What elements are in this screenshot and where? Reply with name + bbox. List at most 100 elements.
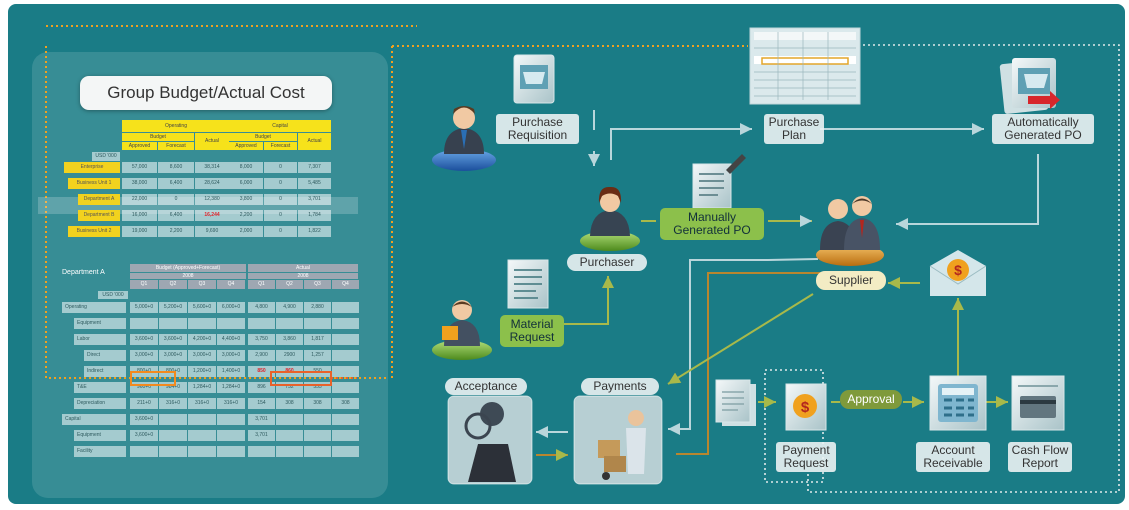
table-cell: 22,000 — [122, 194, 157, 205]
detail-actual-year: 2008 — [248, 273, 358, 279]
detail-actual-cell: 4,800 — [248, 302, 275, 313]
label-cash-flow: Cash Flow Report — [1008, 442, 1072, 472]
detail-row-label: Labor — [74, 334, 126, 345]
detail-actual-cell — [304, 414, 331, 425]
budget-highlight-box — [130, 371, 176, 386]
detail-budget-cell: 1,400+0 — [217, 366, 245, 377]
detail-budget-cell: 984+0 — [159, 382, 187, 393]
detail-actual-cell: 308 — [332, 398, 359, 409]
calculator-doc-icon — [929, 375, 987, 431]
detail-actual-cell: 1,257 — [304, 350, 331, 361]
detail-budget-cell — [217, 318, 245, 329]
label-approval: Approval — [840, 390, 902, 409]
detail-budget-cell: 3,600+0 — [130, 334, 158, 345]
table-cell: 3,701 — [298, 194, 331, 205]
table-cell: 1,822 — [298, 226, 331, 237]
table-cell: 3,800 — [229, 194, 263, 205]
payment-request-doc-icon: $ — [785, 383, 827, 431]
header-approved: Approved — [229, 142, 263, 150]
detail-budget-cell: 3,600+0 — [130, 414, 158, 425]
label-payments: Payments — [581, 378, 659, 395]
table-cell: 0 — [264, 210, 297, 221]
detail-actual-cell: 3,860 — [276, 334, 303, 345]
documents-stack-icon — [715, 379, 756, 426]
detail-row-label: Operating — [62, 302, 126, 313]
header-capital-budget: Budget — [229, 133, 297, 141]
detail-actual-cell — [332, 366, 359, 377]
detail-actual-cell: 732 — [276, 382, 303, 393]
diagram-graphics: $ $ — [38, 25, 1120, 493]
cash-flow-doc-icon — [1011, 375, 1065, 431]
detail-row-label: Depreciation — [74, 398, 126, 409]
detail-actual-cell — [276, 446, 303, 457]
detail-actual-cell — [304, 318, 331, 329]
table-row-label: Department B — [78, 210, 120, 221]
detail-budget-cell — [159, 414, 187, 425]
detail-currency: USD '000 — [98, 291, 128, 299]
table-cell: 0 — [264, 194, 297, 205]
quarter-header: Q2 — [276, 280, 303, 289]
detail-budget-cell: 1,284+0 — [188, 382, 216, 393]
table-cell: 7,307 — [298, 162, 331, 173]
table-cell: 16,000 — [122, 210, 157, 221]
detail-actual-cell — [248, 446, 275, 457]
detail-budget-cell: 5,600+0 — [188, 302, 216, 313]
arrow-material-to-purchaser — [564, 276, 614, 325]
detail-budget-cell: 5,000+0 — [130, 302, 158, 313]
header-operating: Operating — [122, 120, 230, 132]
svg-text:$: $ — [801, 399, 810, 416]
label-manual-po: Manually Generated PO — [660, 208, 764, 240]
label-purchase-requisition: Purchase Requisition — [496, 114, 579, 144]
detail-budget-cell: 316+0 — [188, 398, 216, 409]
detail-actual-cell — [248, 318, 275, 329]
table-cell: 9,690 — [195, 226, 229, 237]
table-cell: 57,000 — [122, 162, 157, 173]
basket-doc-icon — [513, 54, 555, 104]
arrow-purchaser-to-plan — [610, 123, 752, 160]
detail-actual-cell — [304, 430, 331, 441]
detail-budget-cell: 960+0 — [130, 382, 158, 393]
table-cell: 5,485 — [298, 178, 331, 189]
detail-budget-cell — [130, 446, 158, 457]
quarter-header: Q2 — [159, 280, 187, 289]
table-cell: 6,000 — [229, 178, 263, 189]
table-cell: 2,000 — [229, 226, 263, 237]
table-cell: 0 — [264, 162, 297, 173]
table-cell: 16,244 — [195, 210, 229, 221]
label-purchaser: Purchaser — [567, 254, 647, 271]
detail-row-label: Equipment — [74, 318, 126, 329]
header-forecast: Forecast — [158, 142, 194, 150]
detail-budget-cell: 5,200+0 — [159, 302, 187, 313]
table-cell: 28,624 — [195, 178, 229, 189]
detail-budget-cell: 316+0 — [217, 398, 245, 409]
detail-budget-year: 2008 — [130, 273, 246, 279]
material-doc-icon — [507, 259, 549, 309]
table-row-label: Business Unit 1 — [68, 178, 120, 189]
supplier-persons-icon — [816, 196, 884, 266]
diagram-canvas: Group Budget/Actual Cost Operating Capit… — [8, 4, 1125, 504]
white-dotted-boundary-1 — [807, 44, 1120, 493]
detail-row-label: Capital — [62, 414, 126, 425]
detail-actual-cell: 2,880 — [304, 302, 331, 313]
table-row-label: Department A — [78, 194, 120, 205]
detail-actual-cell: 3,701 — [248, 414, 275, 425]
detail-actual-cell: 555 — [304, 382, 331, 393]
detail-row-label: Indirect — [84, 366, 126, 377]
detail-budget-cell: 3,000+0 — [217, 350, 245, 361]
label-payment-request: Payment Request — [776, 442, 836, 472]
detail-budget-cell: 3,000+0 — [188, 350, 216, 361]
requester-person-icon — [432, 106, 496, 171]
table-cell: 6,400 — [158, 178, 194, 189]
label-supplier: Supplier — [816, 271, 886, 290]
detail-budget-cell — [188, 446, 216, 457]
detail-budget-cell: 4,200+0 — [188, 334, 216, 345]
detail-actual-cell — [276, 414, 303, 425]
detail-budget-cell: 1,200+0 — [188, 366, 216, 377]
detail-budget-cell — [217, 430, 245, 441]
actual-highlight-box — [270, 371, 332, 386]
detail-row-label: Direct — [84, 350, 126, 361]
requester-person-icon-2 — [432, 300, 492, 360]
detail-actual-cell: 308 — [304, 398, 331, 409]
detail-budget-header: Budget (Approved+Forecast) — [130, 264, 246, 272]
